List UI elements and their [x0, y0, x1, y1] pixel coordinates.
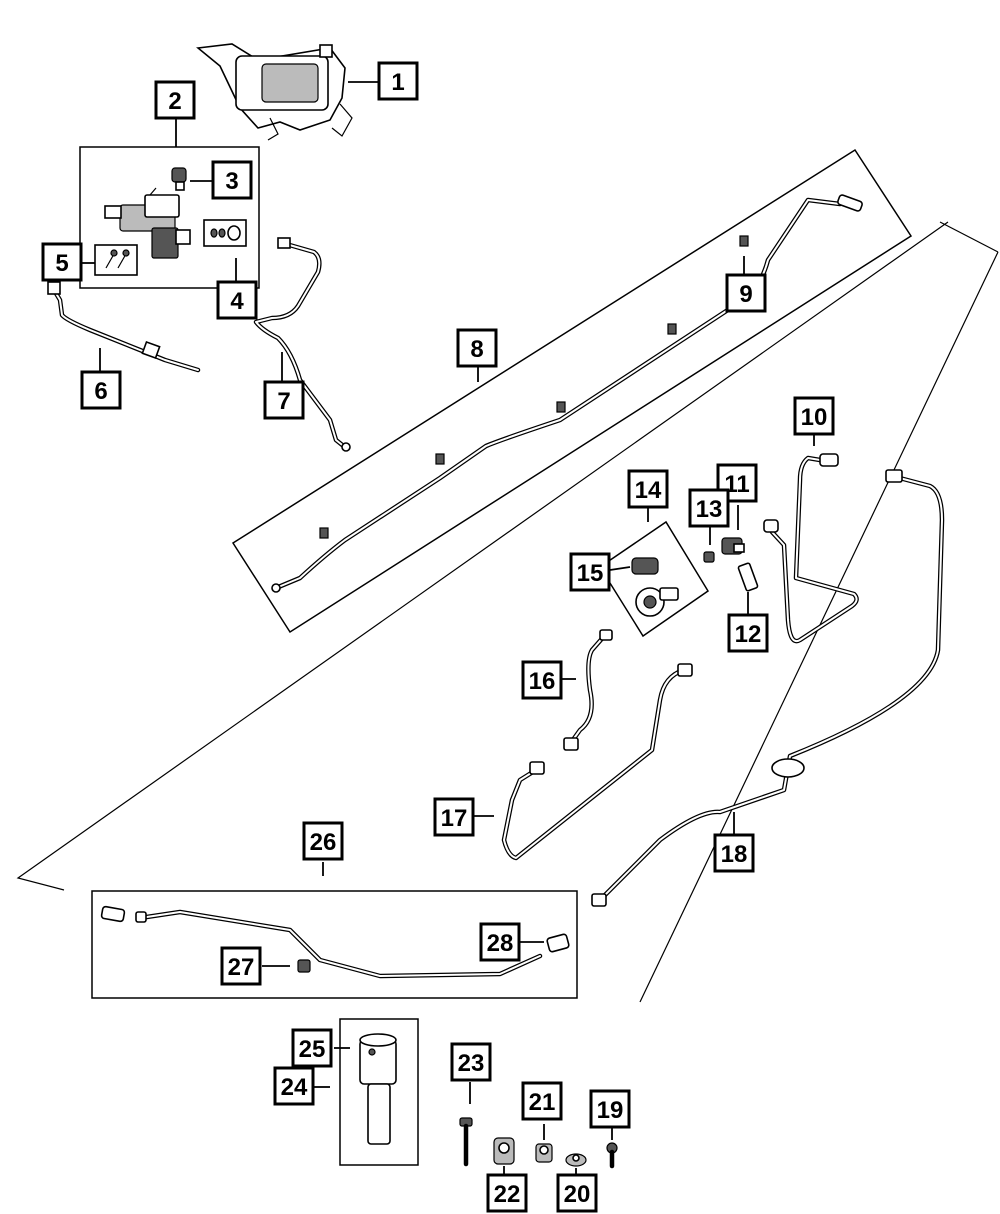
tube-part-16 [563, 629, 613, 751]
callout-label: 27 [228, 954, 255, 981]
callout-20: 20 [556, 1173, 598, 1213]
callout-7: 7 [263, 380, 305, 420]
callout-label: 17 [441, 805, 468, 832]
callout-label: 8 [470, 336, 483, 363]
screw-part-19 [606, 1142, 618, 1169]
group-frame-24 [339, 1018, 419, 1166]
callout-label: 13 [696, 496, 723, 523]
callout-1: 1 [377, 61, 419, 101]
callout-23: 23 [450, 1042, 492, 1082]
tee-fitting-part-11 [721, 537, 745, 555]
callout-5: 5 [41, 242, 83, 282]
callout-9: 9 [725, 273, 767, 313]
callout-3: 3 [211, 160, 253, 200]
fitting-part-22 [493, 1137, 515, 1165]
sensor-part-12 [737, 562, 759, 592]
tube-part-18 [591, 469, 945, 907]
clip-part-27 [297, 959, 311, 973]
callout-label: 21 [529, 1089, 556, 1116]
callout-label: 28 [487, 930, 514, 957]
tube-part-26 [100, 905, 543, 979]
callout-label: 2 [168, 88, 181, 115]
group-frame-8 [231, 148, 913, 634]
callout-14: 14 [627, 469, 669, 509]
callout-21: 21 [521, 1081, 563, 1121]
callout-2: 2 [154, 80, 196, 120]
callout-27: 27 [220, 946, 262, 986]
tube-part-7 [253, 237, 351, 452]
group-frame-2 [79, 146, 260, 289]
callout-label: 5 [55, 250, 68, 277]
callout-label: 12 [735, 621, 762, 648]
callout-19: 19 [589, 1089, 631, 1129]
clip-set-part-9 [319, 235, 749, 539]
callout-8: 8 [456, 328, 498, 368]
callout-label: 1 [391, 69, 404, 96]
callout-6: 6 [80, 370, 122, 410]
callout-label: 6 [94, 378, 107, 405]
group-frame-14 [598, 520, 710, 638]
nut-part-20 [565, 1153, 587, 1167]
callout-22: 22 [486, 1173, 528, 1213]
callout-18: 18 [713, 833, 755, 873]
leader-line-15 [609, 566, 631, 571]
connector-part-28 [546, 933, 570, 953]
sensor-part-3 [171, 167, 187, 191]
callout-label: 23 [458, 1050, 485, 1077]
callout-label: 3 [225, 168, 238, 195]
callout-label: 4 [230, 288, 244, 315]
chassis-boundary-line [939, 221, 999, 253]
bolt-set-part-5 [105, 249, 130, 269]
filter-part-24 [359, 1033, 397, 1145]
nut-part-21 [535, 1143, 553, 1163]
callout-label: 18 [721, 841, 748, 868]
callout-label: 24 [281, 1074, 308, 1101]
callout-label: 26 [310, 829, 337, 856]
callout-28: 28 [479, 922, 521, 962]
tube-part-10 [763, 453, 859, 644]
callout-15: 15 [569, 552, 611, 592]
callout-label: 20 [564, 1181, 591, 1208]
callout-label: 9 [739, 281, 752, 308]
callout-label: 22 [494, 1181, 521, 1208]
callout-label: 19 [597, 1097, 624, 1124]
callout-label: 16 [529, 668, 556, 695]
callout-label: 10 [801, 404, 828, 431]
callout-4: 4 [216, 280, 258, 320]
callout-26: 26 [302, 821, 344, 861]
seal-kit-part-4 [210, 225, 241, 241]
callout-10: 10 [793, 396, 835, 436]
callout-label: 7 [277, 388, 290, 415]
hose-part-6 [47, 281, 201, 373]
group-frame-26 [91, 890, 578, 999]
callout-16: 16 [521, 660, 563, 700]
callout-25: 25 [291, 1028, 333, 1068]
hardware-kit-box-5 [94, 244, 138, 276]
callout-12: 12 [727, 613, 769, 653]
callout-24: 24 [273, 1066, 315, 1106]
callout-13: 13 [688, 488, 730, 528]
callout-label: 25 [299, 1036, 326, 1063]
tube-part-17 [501, 663, 693, 861]
callout-label: 14 [635, 477, 662, 504]
fitting-part-13 [703, 551, 715, 563]
grommet-on-part-18 [771, 758, 805, 778]
valve-module-assembly [104, 187, 191, 259]
connector-part-15 [631, 557, 679, 617]
bolt-part-23 [459, 1117, 473, 1167]
callout-17: 17 [433, 797, 475, 837]
callout-label: 15 [577, 560, 604, 587]
bracket-part-1 [196, 43, 353, 141]
chassis-boundary-line [16, 221, 949, 891]
